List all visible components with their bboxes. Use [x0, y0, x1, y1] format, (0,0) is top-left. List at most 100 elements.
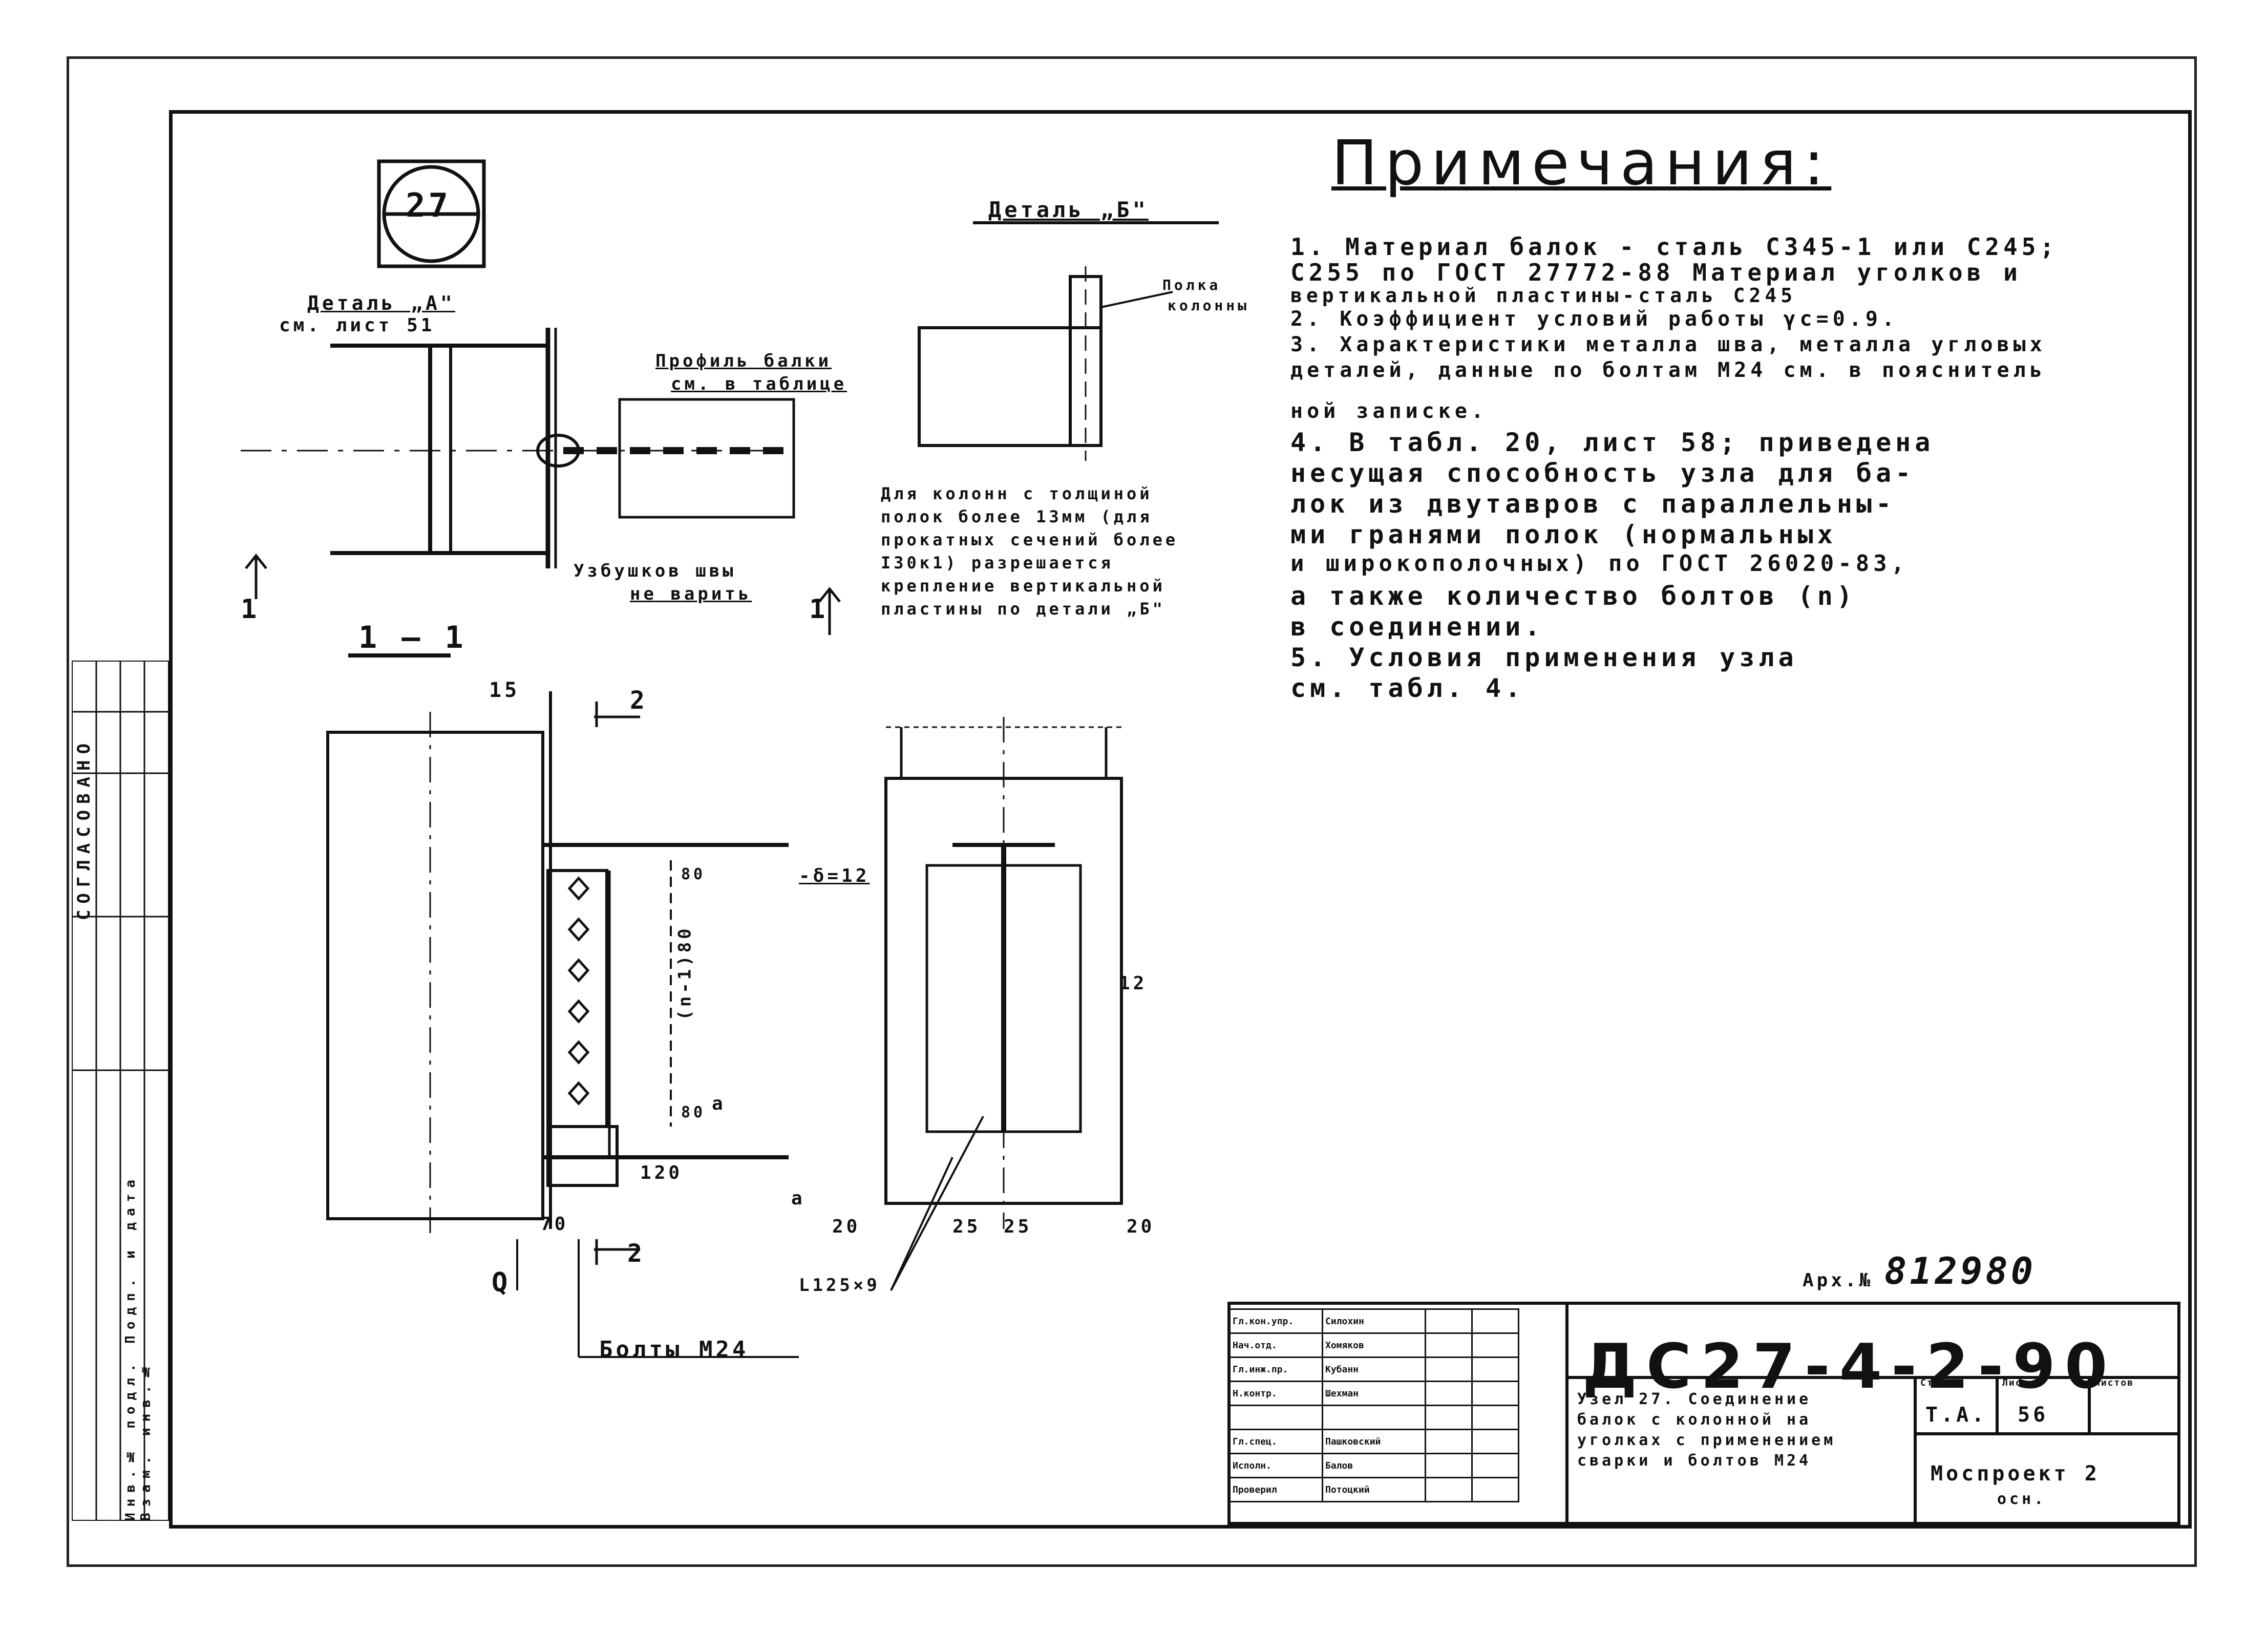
dim-70: 70: [540, 1214, 569, 1235]
detail-b-note-4: I30к1) разрешается: [881, 553, 1114, 572]
detail-a-ref: см. лист 51: [279, 315, 435, 336]
column-flange-label-2: колонны: [1168, 297, 1250, 314]
dim-80a: 80: [681, 865, 706, 883]
dim-12: 12: [1119, 973, 1148, 994]
role: Н.контр.: [1229, 1381, 1323, 1406]
drawing-title-4: сварки и болтов М24: [1577, 1452, 1812, 1470]
note-line-14: в соединении.: [1290, 612, 1544, 642]
detail-b-note-1: Для колонн с толщиной: [881, 484, 1153, 503]
note-line-2: С255 по ГОСТ 27772-88 Материал уголков и: [1290, 259, 2022, 286]
node-badge-number: 27: [406, 187, 452, 225]
note-line-5: 3. Характеристики металла шва, металла у…: [1290, 333, 2046, 356]
column-flange-label: Полка: [1162, 277, 1221, 293]
node-badge-symbol: [377, 159, 486, 268]
dim-pitch: (n-1)80: [674, 925, 695, 1021]
signature: [1425, 1356, 1473, 1382]
note-line-9: несущая способность узла для ба-: [1290, 458, 1915, 488]
detail-b-note-5: крепление вертикальной: [881, 576, 1165, 596]
role: Гл.спец.: [1229, 1429, 1323, 1454]
signature-row: Гл.кон.упр.Силохин: [1229, 1308, 1519, 1334]
detail-b-note-6: пластины по детали „Б": [881, 599, 1165, 619]
signature: [1425, 1381, 1473, 1406]
signature: [1425, 1429, 1473, 1454]
date: [1471, 1308, 1519, 1334]
sheet-value: 56: [2018, 1403, 2049, 1427]
organization: Моспроект 2: [1931, 1462, 2100, 1486]
leader-lines: [516, 1116, 984, 1358]
signature-row: Гл.спец.Пашковский: [1229, 1429, 1519, 1454]
note-line-16: см. табл. 4.: [1290, 673, 1525, 703]
name: Потоцкий: [1322, 1477, 1426, 1502]
bolts-label: Болты М24: [599, 1337, 749, 1363]
signature-row: Н.контр.Шехман: [1229, 1381, 1519, 1406]
role: Гл.инж.пр.: [1229, 1356, 1323, 1382]
dim-120: 120: [640, 1162, 683, 1183]
beam-profile-label: Профиль балки: [655, 351, 832, 371]
signature-row: Нач.отд.Хомяков: [1229, 1332, 1519, 1358]
date: [1471, 1429, 1519, 1454]
dim-25b: 25: [1004, 1216, 1032, 1237]
role: Нач.отд.: [1229, 1332, 1323, 1358]
note-line-6: деталей, данные по болтам М24 см. в пояс…: [1290, 358, 2046, 382]
name: Балов: [1322, 1453, 1426, 1478]
name: Хомяков: [1322, 1332, 1426, 1358]
bolt-diamonds: [567, 876, 590, 1106]
date: [1471, 1381, 1519, 1406]
signature: [1425, 1308, 1473, 1334]
note-line-11: ми гранями полок (нормальных: [1290, 520, 1837, 549]
detail-b-note-2: полок более 13мм (для: [881, 507, 1153, 526]
drawing-frame: [169, 110, 2192, 1529]
section-title: 1 — 1: [358, 620, 467, 655]
archive-no-label: Арх.№: [1803, 1270, 1874, 1291]
plan-view-column: [241, 328, 795, 568]
dim-25a: 25: [952, 1216, 981, 1237]
signature: [1425, 1453, 1473, 1478]
beam-profile-ref: см. в таблице: [671, 374, 847, 394]
signature: [1425, 1332, 1473, 1358]
name: Кубанн: [1322, 1356, 1426, 1382]
signature-row: [1229, 1405, 1519, 1430]
dim-20a: 20: [832, 1216, 861, 1237]
sheets-label: Листов: [2094, 1377, 2134, 1388]
section2-mark-bottom: 2: [627, 1239, 645, 1268]
signature-row: Гл.инж.пр.Кубанн: [1229, 1356, 1519, 1382]
title-block: Гл.кон.упр.Силохин Нач.отд.Хомяков Гл.ин…: [1229, 1301, 2176, 1526]
section-mark-right: 1: [809, 594, 829, 625]
section2-mark-top: 2: [630, 686, 648, 715]
date: [1471, 1477, 1519, 1502]
signatures-table: Гл.кон.упр.Силохин Нач.отд.Хомяков Гл.ин…: [1229, 1308, 1519, 1502]
drawing-title-3: уголках с применением: [1577, 1431, 1836, 1449]
date: [1471, 1453, 1519, 1478]
angle-label: L125×9: [799, 1275, 880, 1296]
stage-value: Т.А.: [1925, 1403, 1987, 1427]
role: [1229, 1405, 1323, 1430]
sheet-label: Лист: [2002, 1377, 2029, 1388]
stage-label: Стадия: [1920, 1377, 1960, 1388]
detail-b-note-3: прокатных сечений более: [881, 530, 1179, 549]
force-label: Q: [492, 1267, 511, 1298]
note-line-1: 1. Материал балок - сталь С345-1 или С24…: [1290, 233, 2059, 261]
date: [1471, 1332, 1519, 1358]
role: Гл.кон.упр.: [1229, 1308, 1323, 1334]
dim-20b: 20: [1127, 1216, 1155, 1237]
detail-a-label: Деталь „А": [307, 292, 455, 314]
signature-row: Исполн.Балов: [1229, 1453, 1519, 1478]
drawing-title-1: Узел 27. Соединение: [1577, 1390, 1812, 1408]
drawing-title-2: балок с колонной на: [1577, 1411, 1812, 1429]
notes-title: Примечания:: [1331, 128, 1832, 199]
weld-note-line1: Узбушков швы: [574, 561, 736, 581]
signature: [1425, 1405, 1473, 1430]
name: [1322, 1405, 1426, 1430]
note-line-3: вертикальной пластины-сталь С245: [1290, 284, 1797, 307]
note-line-10: лок из двутавров с параллельны-: [1290, 489, 1896, 519]
detail-b-drawing: [918, 221, 1219, 461]
section-2-2-drawing: [884, 717, 1123, 1229]
dim-plate: -δ=12: [799, 865, 870, 886]
name: Силохин: [1322, 1308, 1426, 1334]
note-line-4: 2. Коэффициент условий работы γc=0.9.: [1290, 307, 1899, 331]
signature: [1425, 1477, 1473, 1502]
date: [1471, 1356, 1519, 1382]
archive-no: 812980: [1884, 1249, 2037, 1292]
